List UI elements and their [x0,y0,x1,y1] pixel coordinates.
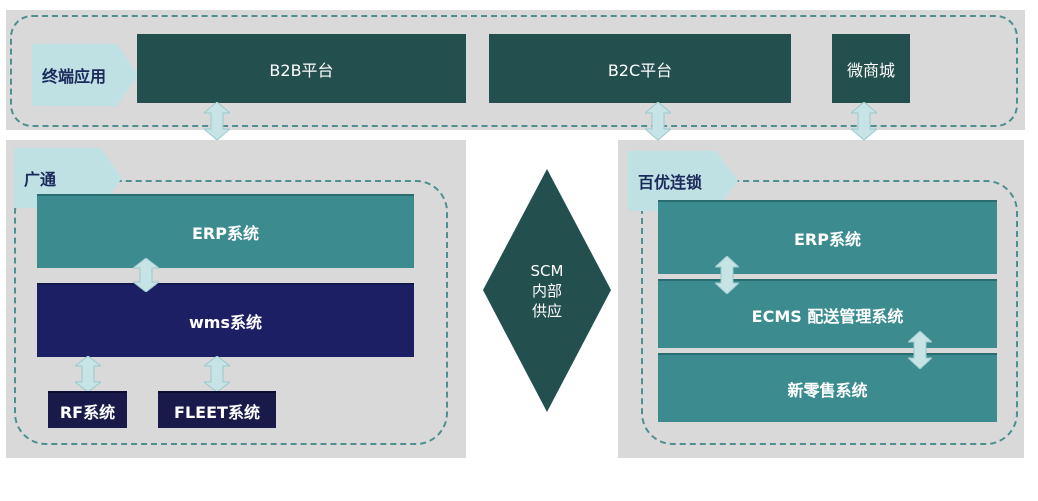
double-arrow-icon [133,258,159,292]
left-dashed-border [14,180,448,445]
top-tag: 终端应用 [32,44,138,106]
double-arrow-icon [645,102,671,140]
scm-line2: 内部 [531,281,562,300]
b2c-platform-box: B2C平台 [489,34,791,103]
double-arrow-icon [908,331,932,369]
double-arrow-icon [204,356,230,392]
top-dashed-border [10,15,1018,127]
scm-label: SCM [530,261,564,280]
rf-system-box: RF系统 [48,391,127,428]
double-arrow-icon [75,356,101,392]
scm-diamond [483,169,611,412]
micro-mall-box: 微商城 [832,34,910,103]
right-retail-box: 新零售系统 [658,353,997,422]
left-erp-box: ERP系统 [37,194,414,268]
double-arrow-icon [204,102,230,140]
left-wms-box: wms系统 [37,283,414,357]
scm-diamond-text: SCM 内部 供应 [483,169,611,412]
double-arrow-icon [715,256,739,294]
b2b-platform-box: B2B平台 [137,34,466,103]
right-dashed-border [641,180,1018,445]
scm-line3: 供应 [531,301,562,320]
double-arrow-icon [851,102,877,140]
fleet-system-box: FLEET系统 [158,391,276,428]
right-ecms-box: ECMS 配送管理系统 [658,279,997,348]
right-erp-box: ERP系统 [658,200,997,274]
